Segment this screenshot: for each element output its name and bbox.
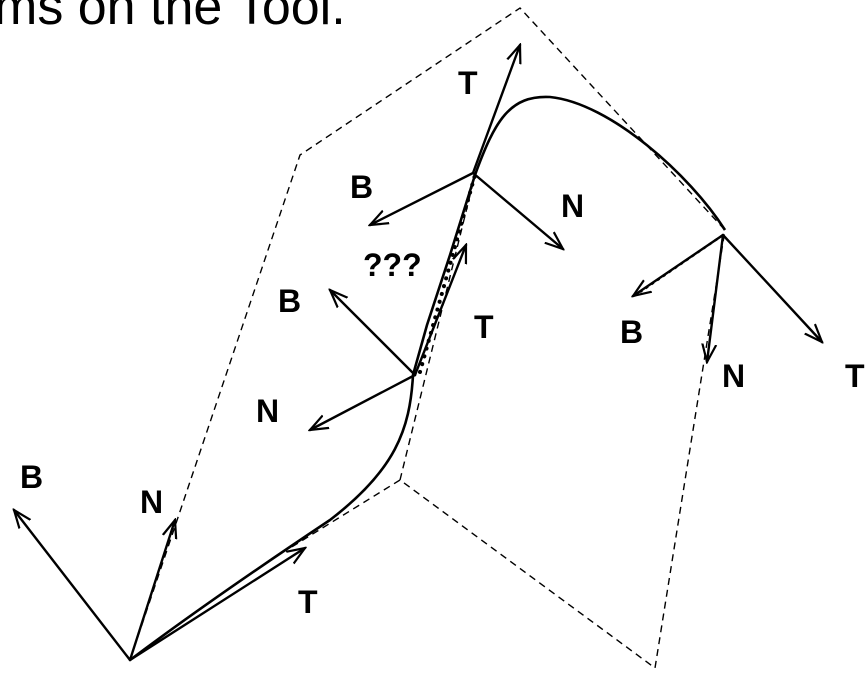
frame3-normal-arrow xyxy=(471,171,563,249)
frame-1 xyxy=(14,510,305,662)
frame2-b-label: B xyxy=(278,283,301,319)
frame2-normal-arrow xyxy=(310,373,417,430)
frame3-t-label: T xyxy=(458,65,478,101)
frame3-binormal-arrow xyxy=(370,171,475,225)
frame3-b-label: B xyxy=(350,169,373,205)
unknown-label: ??? xyxy=(363,247,422,283)
frame4-normal-arrow xyxy=(707,233,725,362)
dashed-outline xyxy=(129,7,726,670)
frame1-t-label: T xyxy=(298,584,318,620)
frame4-n-label: N xyxy=(722,358,745,394)
frame-4 xyxy=(633,233,822,362)
frame-2 xyxy=(310,245,468,430)
frame1-binormal-arrow xyxy=(14,510,132,662)
frame3-tangent-arrow xyxy=(471,45,520,175)
frame1-normal-arrow xyxy=(128,520,175,662)
frame1-n-label: N xyxy=(140,484,163,520)
frame2-t-label: T xyxy=(474,309,494,345)
frame4-binormal-arrow xyxy=(633,233,725,296)
frame4-b-label: B xyxy=(620,314,643,350)
vector-labels: B N T B N T B N T B N T ??? xyxy=(20,65,865,620)
frame4-t-label: T xyxy=(845,358,865,394)
frame1-tangent-arrow xyxy=(128,548,305,662)
tool-path-curve xyxy=(129,95,727,662)
frame4-tangent-arrow xyxy=(721,233,822,342)
frame2-binormal-arrow xyxy=(330,290,417,377)
frame2-tangent-arrow xyxy=(413,245,468,377)
frame2-n-label: N xyxy=(256,393,279,429)
frame3-n-label: N xyxy=(561,188,584,224)
frame1-b-label: B xyxy=(20,459,43,495)
page-title: ms on the Tool. xyxy=(0,0,346,36)
frame-3 xyxy=(370,45,563,249)
